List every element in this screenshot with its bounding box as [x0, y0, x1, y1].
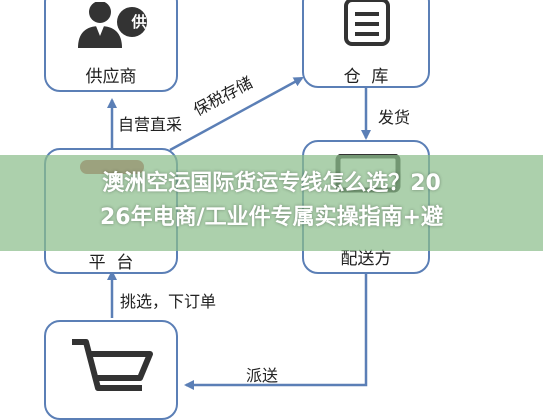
supplier-label: 供应商 — [85, 67, 137, 87]
banner-line-2: 26年电商/工业件专属实操指南+避 — [99, 205, 444, 230]
warehouse-label: 仓 库 — [343, 67, 389, 87]
document-icon — [344, 0, 390, 46]
platform-label: 平 台 — [88, 253, 134, 273]
edge-label-select-order: 挑选，下订单 — [120, 292, 217, 311]
arrow-deliver — [184, 272, 368, 390]
banner-line-1: 澳洲空运国际货运专线怎么选？20 — [102, 171, 441, 196]
person-tie-icon — [78, 2, 147, 48]
title-banner — [0, 155, 543, 251]
edge-label-ship: 发货 — [378, 108, 411, 127]
warehouse-node: 仓 库 — [302, 0, 430, 88]
edge-label-deliver: 派送 — [246, 366, 279, 385]
shopping-cart-icon — [72, 339, 153, 391]
edge-label-self-purchase: 自营直采 — [118, 115, 183, 134]
supplier-badge: 供 — [131, 13, 147, 31]
connectors — [107, 76, 371, 390]
supplier-node: 供 供应商 — [44, 0, 178, 92]
distributor-label: 配送方 — [340, 249, 392, 269]
banner-text: 澳洲空运国际货运专线怎么选？20 26年电商/工业件专属实操指南+避 — [0, 167, 543, 235]
arrow-bonded-storage — [169, 76, 304, 152]
customer-node — [44, 320, 178, 420]
